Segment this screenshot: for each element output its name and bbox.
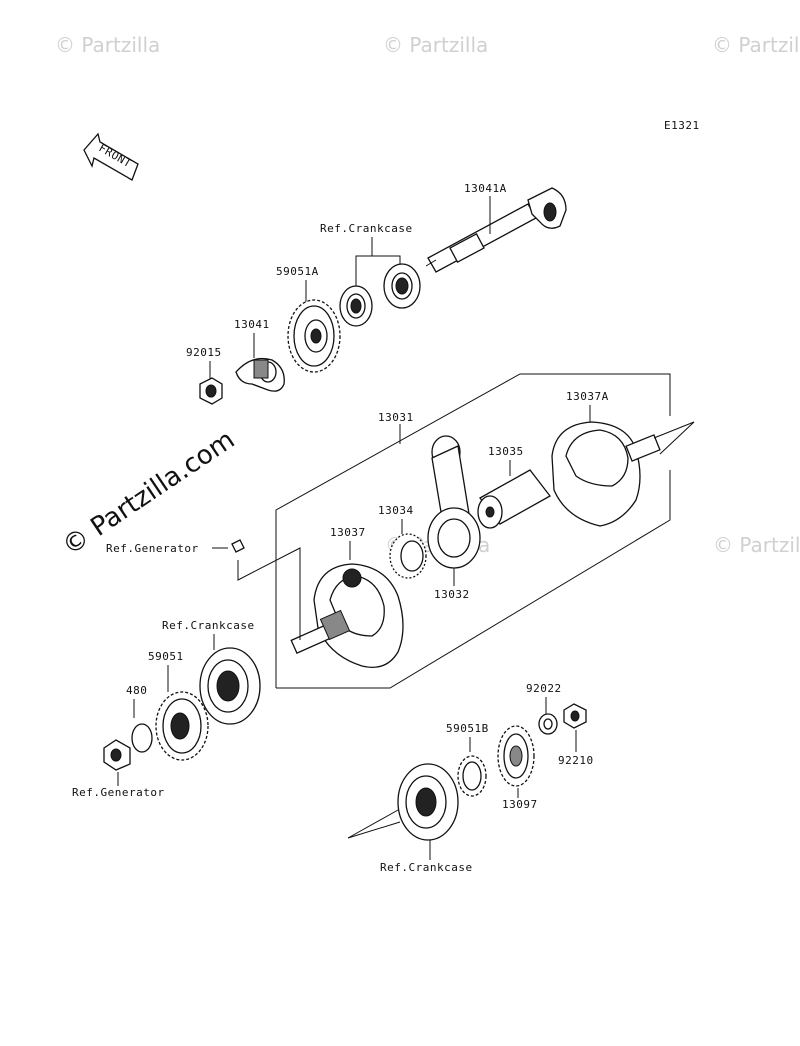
needle-bearing-13034 <box>389 533 427 579</box>
gear-59051A <box>287 299 341 373</box>
gear-59051 <box>155 691 209 761</box>
label-13037: 13037 <box>330 526 366 539</box>
bearing-bottom <box>347 763 459 841</box>
nut-92210 <box>563 703 587 729</box>
crank-half-13037A <box>551 421 695 527</box>
balancer-weight-13041 <box>235 357 285 392</box>
label-ref-generator-bottom: Ref.Generator <box>72 786 165 799</box>
label-ref-generator-mid: Ref.Generator <box>106 542 199 555</box>
balancer-shaft-13041A <box>425 187 567 273</box>
connecting-rod-13032 <box>427 435 481 569</box>
label-13097: 13097 <box>502 798 538 811</box>
bearing-mid <box>199 647 261 725</box>
diagram-code: E1321 <box>664 119 700 132</box>
label-13032: 13032 <box>434 588 470 601</box>
nut-generator <box>103 739 131 771</box>
label-13035: 13035 <box>488 445 524 458</box>
label-59051: 59051 <box>148 650 184 663</box>
washer-92022 <box>538 713 558 735</box>
woodruff-key-icon <box>231 539 245 553</box>
label-ref-crankcase-mid: Ref.Crankcase <box>162 619 255 632</box>
label-13041A: 13041A <box>464 182 507 195</box>
watermark-top-right: © Partzilla <box>712 33 800 57</box>
label-ref-crankcase-bottom: Ref.Crankcase <box>380 861 473 874</box>
front-arrow-icon: FRONT <box>83 132 139 181</box>
bearing-top-right <box>383 263 421 309</box>
gear-59051B <box>457 755 487 797</box>
label-480: 480 <box>126 684 147 697</box>
watermark-top-center: © Partzilla <box>383 33 488 57</box>
label-13037A: 13037A <box>566 390 609 403</box>
gear-13097 <box>497 725 535 787</box>
bearing-top-left <box>339 285 373 327</box>
nut-92015 <box>199 377 223 405</box>
label-59051B: 59051B <box>446 722 489 735</box>
label-13041: 13041 <box>234 318 270 331</box>
label-ref-crankcase-top: Ref.Crankcase <box>320 222 413 235</box>
crank-half-13037 <box>290 563 404 669</box>
watermark-right-mid: © Partzilla <box>713 533 800 557</box>
label-92210: 92210 <box>558 754 594 767</box>
label-92015: 92015 <box>186 346 222 359</box>
label-13031: 13031 <box>378 411 414 424</box>
label-59051A: 59051A <box>276 265 319 278</box>
label-13034: 13034 <box>378 504 414 517</box>
crank-pin-13035 <box>477 469 551 529</box>
circlip-480 <box>131 723 153 753</box>
label-92022: 92022 <box>526 682 562 695</box>
watermark-top-left: © Partzilla <box>55 33 160 57</box>
